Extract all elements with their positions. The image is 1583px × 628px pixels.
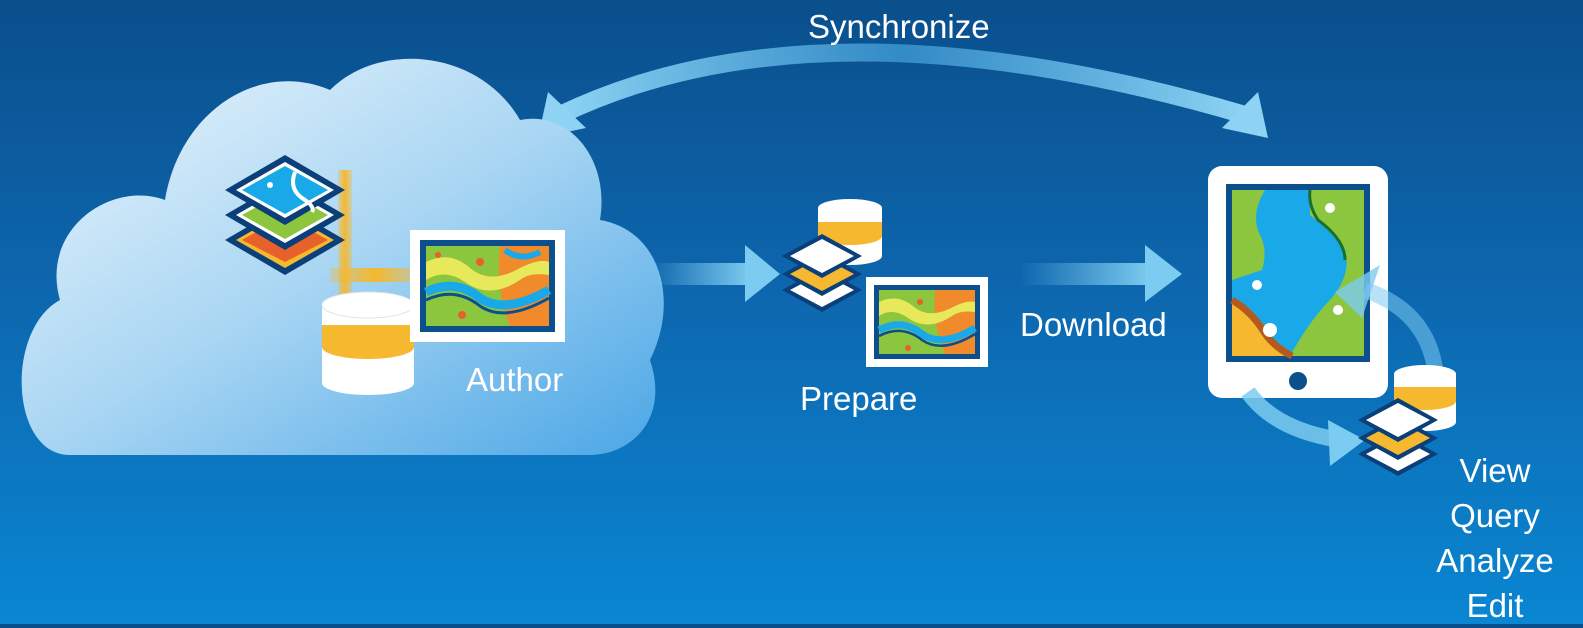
cycle-arrows: [1241, 265, 1443, 466]
download-label: Download: [1020, 306, 1167, 343]
arrow-download: [1020, 245, 1182, 302]
device-actions-list: View Query Analyze Edit: [1425, 448, 1565, 628]
device-layers-icon: [1358, 398, 1438, 476]
action-query: Query: [1450, 497, 1540, 534]
author-label: Author: [466, 361, 564, 398]
database-icon: [321, 291, 415, 395]
action-analyze: Analyze: [1436, 542, 1554, 579]
tablet-icon: [1208, 166, 1388, 398]
action-view: View: [1459, 452, 1531, 489]
map-image-icon: [410, 230, 565, 342]
link-beam-h: [330, 268, 420, 282]
synchronize-arrow: [538, 43, 1268, 138]
prepare-label: Prepare: [800, 380, 918, 417]
action-edit: Edit: [1466, 587, 1524, 624]
arrow-to-prepare: [650, 245, 780, 302]
map-layers-icon: [225, 155, 345, 275]
synchronize-label: Synchronize: [808, 8, 990, 45]
prepare-map-image-icon: [866, 277, 988, 367]
prepare-layers-icon: [782, 234, 862, 312]
